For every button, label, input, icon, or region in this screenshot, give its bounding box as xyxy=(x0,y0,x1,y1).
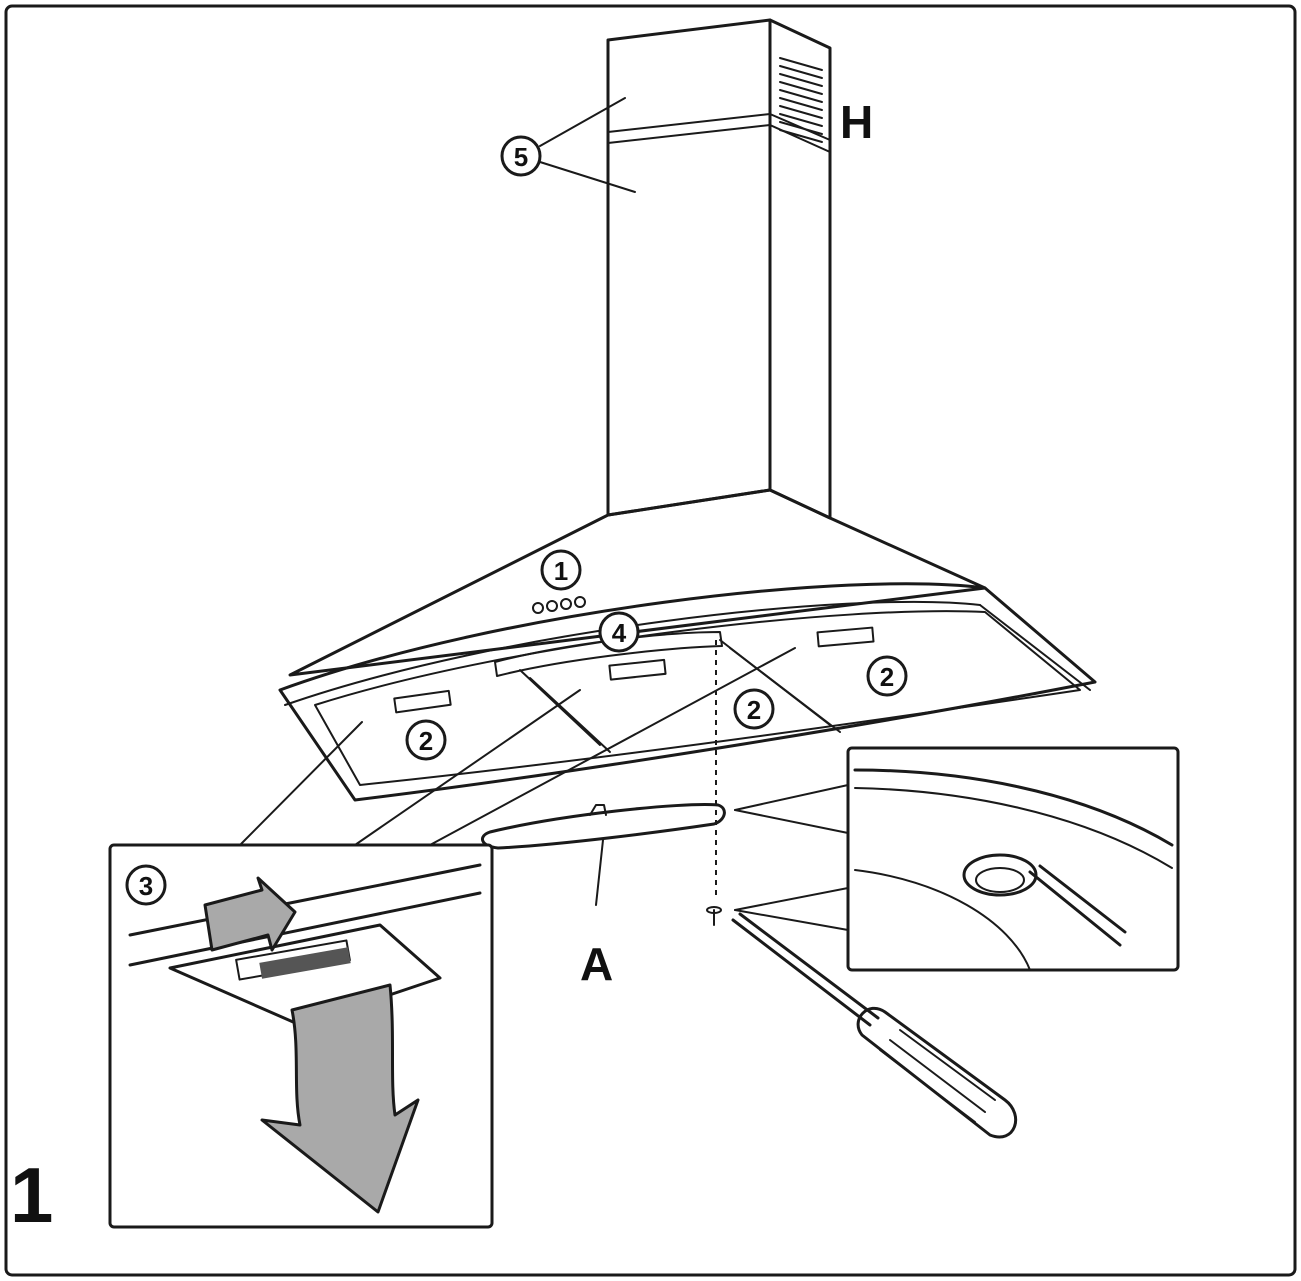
callout-2-left: 2 xyxy=(405,719,447,761)
vent-slots xyxy=(779,57,823,143)
lamp-cover-a xyxy=(481,803,726,906)
inset-screw-detail xyxy=(846,746,1180,972)
screw-icon xyxy=(706,906,722,926)
callout-2-middle-text: 2 xyxy=(747,695,761,725)
callout-3: 3 xyxy=(125,864,167,906)
callout-5: 5 xyxy=(500,97,636,193)
callout-2-right-text: 2 xyxy=(880,662,894,692)
callout-1: 1 xyxy=(540,549,582,591)
callout-4: 4 xyxy=(598,611,640,653)
screwdriver-icon xyxy=(731,912,1018,1139)
label-h: H xyxy=(840,96,873,148)
pull-down-arrow-icon xyxy=(260,983,420,1214)
chimney xyxy=(606,18,832,520)
outer-frame xyxy=(4,4,1297,1277)
callout-5-text: 5 xyxy=(514,142,528,172)
callout-2-right: 2 xyxy=(866,655,908,697)
press-arrow-icon xyxy=(203,876,297,952)
callout-4-text: 4 xyxy=(612,618,627,648)
callout-3-text: 3 xyxy=(139,871,153,901)
hood-body xyxy=(278,488,1097,802)
callout-1-text: 1 xyxy=(554,556,568,586)
inset-filter-release xyxy=(108,843,494,1229)
callout-2-middle: 2 xyxy=(733,688,775,730)
callout-2-left-text: 2 xyxy=(419,726,433,756)
label-a: A xyxy=(580,938,613,990)
control-knobs xyxy=(532,596,586,614)
step-number: 1 xyxy=(10,1151,53,1239)
